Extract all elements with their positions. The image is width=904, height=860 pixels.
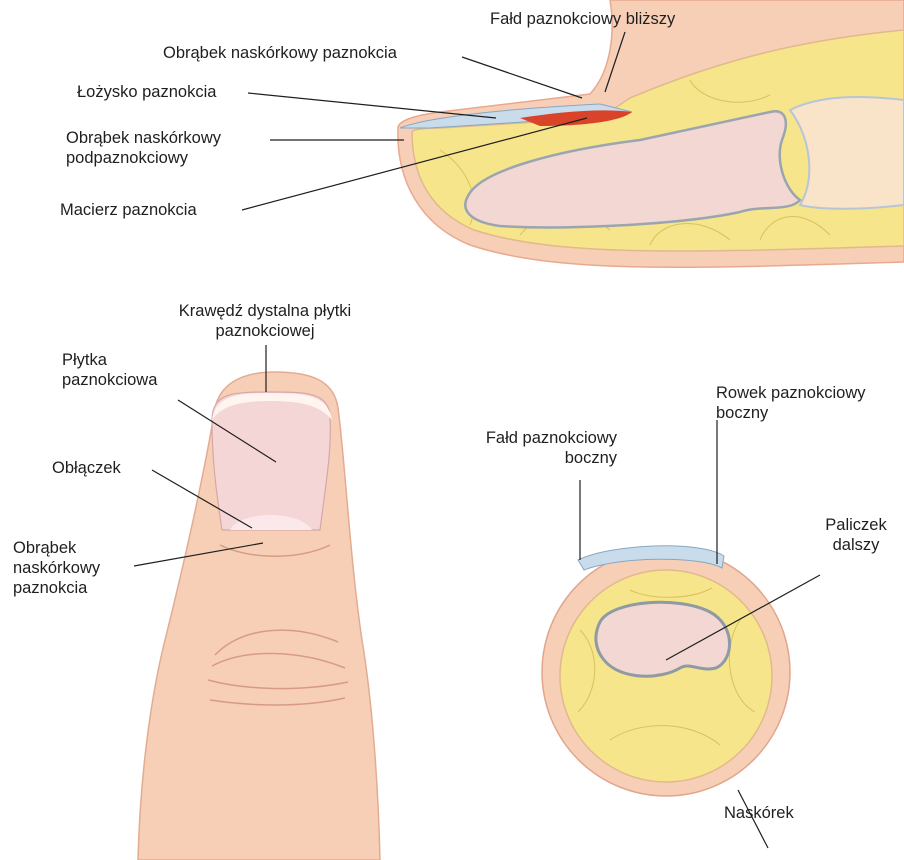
label-free-edge: Krawędź dystalna płytki paznokciowej	[150, 301, 380, 341]
label-lunula: Obłączek	[52, 458, 121, 478]
label-cuticle-line3: paznokcia	[13, 578, 100, 598]
cross-section	[542, 546, 790, 796]
label-nail-plate-line2: paznokciowa	[62, 370, 157, 390]
label-nail-plate: Płytka paznokciowa	[62, 350, 157, 390]
label-nail-bed: Łożysko paznokcia	[77, 82, 216, 102]
label-distal-phalanx: Paliczek dalszy	[810, 515, 902, 555]
label-lateral-groove-line1: Rowek paznokciowy	[716, 383, 865, 403]
label-cuticle-line1: Obrąbek	[13, 538, 100, 558]
label-eponychium: Obrąbek naskórkowy paznokcia	[163, 43, 397, 63]
label-nail-matrix: Macierz paznokcia	[60, 200, 197, 220]
label-lateral-groove-line2: boczny	[716, 403, 865, 423]
label-lateral-fold-line2: boczny	[452, 448, 617, 468]
label-distal-phalanx-line1: Paliczek	[810, 515, 902, 535]
label-nail-plate-line1: Płytka	[62, 350, 157, 370]
label-cuticle: Obrąbek naskórkowy paznokcia	[13, 538, 100, 598]
label-hyponychium: Obrąbek naskórkowy podpaznokciowy	[66, 128, 221, 168]
sagittal-section	[398, 0, 904, 267]
label-lateral-nail-fold: Fałd paznokciowy boczny	[452, 428, 617, 468]
label-lateral-fold-line1: Fałd paznokciowy	[452, 428, 617, 448]
label-distal-phalanx-line2: dalszy	[810, 535, 902, 555]
label-free-edge-line1: Krawędź dystalna płytki	[150, 301, 380, 321]
label-hyponychium-line1: Obrąbek naskórkowy	[66, 128, 221, 148]
cross-bone	[596, 602, 730, 676]
label-lateral-nail-groove: Rowek paznokciowy boczny	[716, 383, 865, 423]
label-hyponychium-line2: podpaznokciowy	[66, 148, 221, 168]
label-epidermis: Naskórek	[724, 803, 794, 823]
sagittal-joint	[790, 97, 904, 209]
finger-nail-plate	[212, 392, 330, 530]
label-proximal-nail-fold: Fałd paznokciowy bliższy	[490, 9, 675, 29]
label-cuticle-line2: naskórkowy	[13, 558, 100, 578]
label-free-edge-line2: paznokciowej	[150, 321, 380, 341]
finger-front-view	[138, 372, 380, 860]
